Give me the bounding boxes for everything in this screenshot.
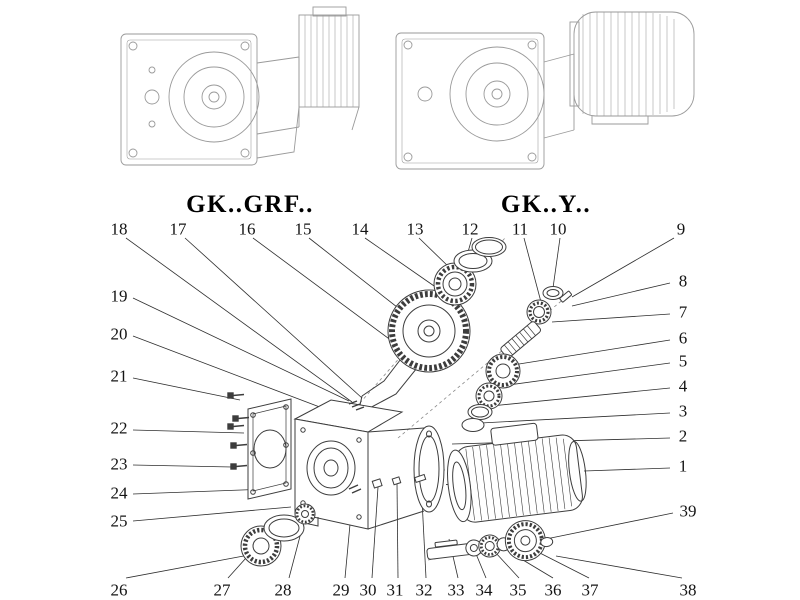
leader-line-5 xyxy=(500,362,671,387)
callout-6: 6 xyxy=(678,328,688,348)
input-shaft-assembly xyxy=(500,286,572,359)
assembled-gearbox-grf-drawing xyxy=(120,6,360,166)
leader-line-25 xyxy=(132,506,292,522)
assembled-gearbox-y-drawing xyxy=(395,11,695,170)
leader-line-39 xyxy=(545,512,674,540)
callout-29: 29 xyxy=(332,580,350,600)
callout-30: 30 xyxy=(359,580,377,600)
callout-5: 5 xyxy=(678,351,688,371)
callout-13: 13 xyxy=(406,219,424,239)
callout-20: 20 xyxy=(110,324,128,344)
leader-line-21 xyxy=(132,377,241,401)
callout-34: 34 xyxy=(475,580,493,600)
callout-38: 38 xyxy=(679,580,697,600)
leader-line-31 xyxy=(396,482,399,579)
leader-line-24 xyxy=(132,488,269,495)
leader-line-20 xyxy=(132,335,347,418)
leader-line-1 xyxy=(583,467,671,472)
callout-19: 19 xyxy=(110,286,128,306)
leader-line-12 xyxy=(467,237,473,253)
callout-7: 7 xyxy=(678,302,688,322)
callout-4: 4 xyxy=(678,376,688,396)
leader-line-23 xyxy=(132,464,233,468)
leader-line-10 xyxy=(552,237,561,289)
callout-37: 37 xyxy=(581,580,599,600)
callout-18: 18 xyxy=(110,219,128,239)
callout-8: 8 xyxy=(678,271,688,291)
callout-10: 10 xyxy=(549,219,567,239)
leader-line-16 xyxy=(252,237,393,342)
leader-line-15 xyxy=(308,237,412,319)
callout-32: 32 xyxy=(415,580,433,600)
leader-line-14 xyxy=(364,237,438,289)
callout-2: 2 xyxy=(678,426,688,446)
callout-28: 28 xyxy=(274,580,292,600)
callout-23: 23 xyxy=(110,454,128,474)
electric-motor xyxy=(446,422,587,523)
callout-17: 17 xyxy=(169,219,187,239)
leader-line-22 xyxy=(132,429,245,434)
output-cover-parts xyxy=(240,503,316,567)
leader-line-35 xyxy=(494,551,520,579)
callout-35: 35 xyxy=(509,580,527,600)
flange-bolts xyxy=(227,392,250,470)
callout-16: 16 xyxy=(238,219,256,239)
leader-line-26 xyxy=(125,554,250,579)
variant-label-gk-y: GK..Y.. xyxy=(500,191,592,218)
callout-27: 27 xyxy=(213,580,231,600)
callout-1: 1 xyxy=(678,456,688,476)
leader-line-4 xyxy=(490,387,671,407)
mounting-flange-plate xyxy=(247,398,292,500)
callout-14: 14 xyxy=(351,219,369,239)
leader-line-18 xyxy=(125,237,353,403)
callout-21: 21 xyxy=(110,366,128,386)
callout-24: 24 xyxy=(110,483,128,503)
callout-15: 15 xyxy=(294,219,312,239)
callout-3: 3 xyxy=(678,401,688,421)
leader-line-30 xyxy=(371,486,379,579)
leader-line-37 xyxy=(533,549,590,579)
callout-11: 11 xyxy=(511,219,529,239)
leader-line-19 xyxy=(132,297,350,402)
leader-line-9 xyxy=(571,237,675,298)
leader-line-8 xyxy=(571,282,671,307)
leader-lines xyxy=(125,237,683,579)
bevel-gear-stack xyxy=(461,353,521,432)
leader-line-17 xyxy=(184,237,363,399)
leader-line-7 xyxy=(551,313,671,323)
callout-12: 12 xyxy=(461,219,479,239)
callout-26: 26 xyxy=(110,580,128,600)
leader-line-6 xyxy=(518,339,671,365)
callout-33: 33 xyxy=(447,580,465,600)
variant-label-gk-grf: GK..GRF.. xyxy=(186,191,314,218)
callout-9: 9 xyxy=(676,219,686,239)
leader-line-3 xyxy=(480,412,671,424)
small-fasteners xyxy=(348,473,427,494)
intermediate-gear-assembly xyxy=(357,237,507,415)
callout-39: 39 xyxy=(679,501,697,521)
leader-line-11 xyxy=(523,237,542,303)
callout-25: 25 xyxy=(110,511,128,531)
callout-36: 36 xyxy=(544,580,562,600)
leader-line-38 xyxy=(555,555,683,579)
callout-22: 22 xyxy=(110,418,128,438)
gearbox-housing xyxy=(293,399,445,530)
output-shaft-assembly xyxy=(426,520,554,562)
callout-31: 31 xyxy=(386,580,404,600)
